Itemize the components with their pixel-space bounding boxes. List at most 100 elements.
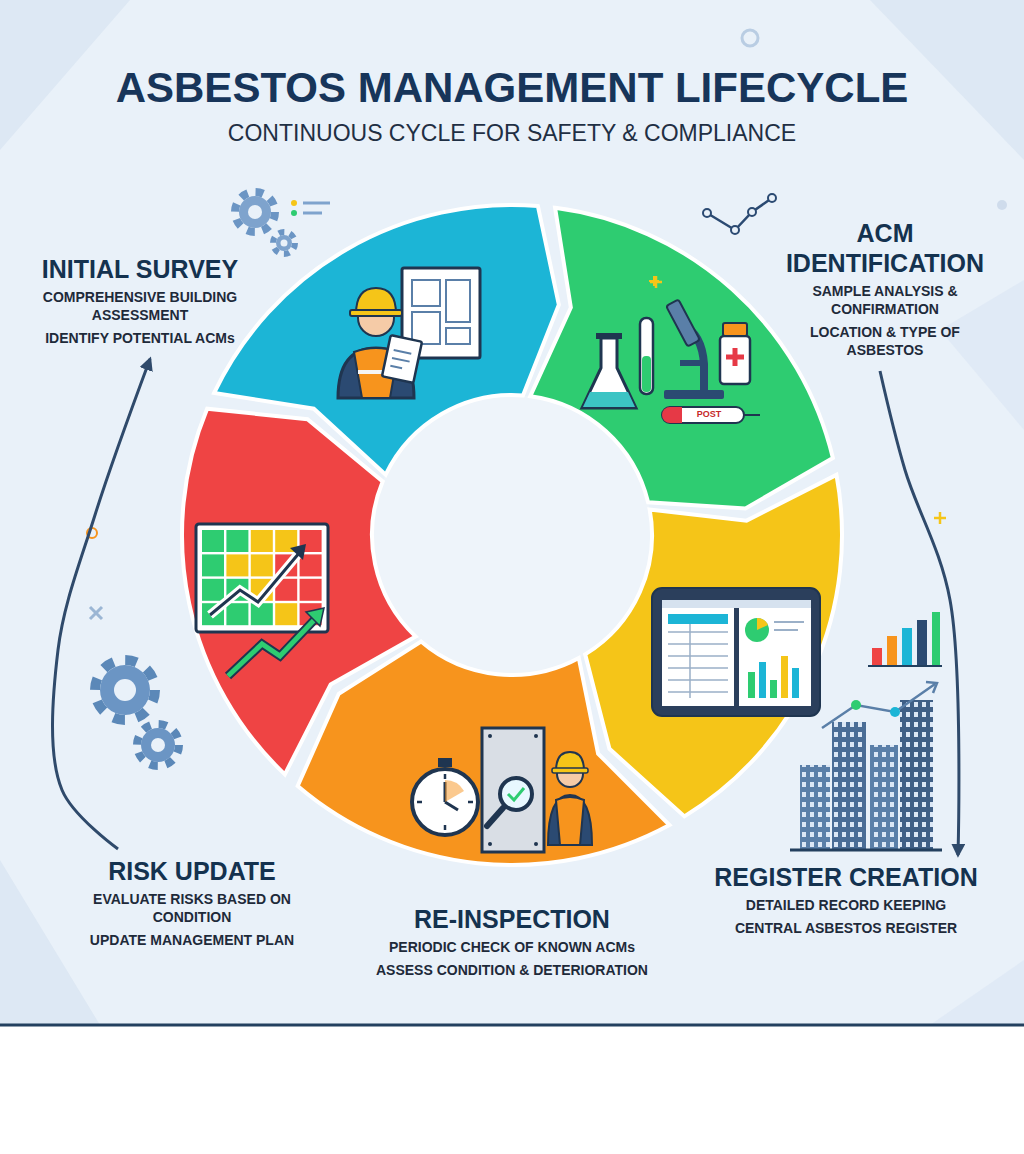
trend-line-icon [703,194,776,234]
lab-icon [642,356,651,392]
trend-line-icon [768,194,776,202]
stopwatch-icon [412,758,478,835]
stopwatch-icon [417,774,473,830]
lab-icon [582,338,636,408]
lab-icon [640,318,653,394]
bar-chart-icon [872,648,882,665]
stage-node: INITIAL SURVEYCOMPREHENSIVE BUILDING ASS… [38,250,242,356]
gear-icon [100,665,150,715]
trend-line-icon [707,198,772,230]
buildings-icon [926,682,937,693]
trend-line-icon [748,208,756,216]
inspector-icon [548,752,592,845]
sample-tube-icon [744,414,760,416]
risk-matrix-cell [251,603,273,625]
trend-line-icon [731,226,739,234]
lab-icon [666,299,700,346]
risk-matrix-cell [226,603,248,625]
buildings-icon [832,722,866,850]
gear-icon [281,240,288,247]
buildings-icon [800,765,830,850]
surveyor-icon [390,350,411,369]
risk-matrix-cell [251,554,273,576]
risk-matrix-cell [202,579,224,601]
stage-node: RE-INSPECTIONPERIODIC CHECK OF KNOWN ACM… [372,900,652,988]
risk-matrix-icon [228,616,318,676]
bar-chart-icon [917,620,927,665]
buildings-icon [832,722,866,850]
tablet-report-icon [668,614,728,624]
stage-heading: ACM IDENTIFICATION [778,218,993,278]
background-shapes [0,0,130,150]
tube-label: POST [697,410,722,420]
buildings-icon [800,765,830,850]
surveyor-icon [382,335,422,383]
stage-description: COMPREHENSIVE BUILDING ASSESSMENT [43,288,238,324]
lab-icon [583,392,635,407]
flow-arrow [880,371,959,855]
risk-matrix-cells [202,530,322,625]
gear-icon [95,660,155,720]
stage-node: ACM IDENTIFICATION SAMPLE ANALYSIS & CONF… [774,214,997,368]
gear-icon [114,679,136,701]
stopwatch-icon [445,780,464,802]
decor-dots [303,202,330,205]
stage-description: SAMPLE ANALYSIS & CONFIRMATION [796,282,974,318]
sample-tube-icon [662,407,744,423]
background-shapes [0,0,1024,1025]
page-ground [0,0,1024,1025]
flow-arrow [53,359,150,849]
stage-heading: RISK UPDATE [90,856,295,886]
stage-node: REGISTER CREATION DETAILED RECORD KEEPING… [710,858,981,946]
risk-matrix-cell [226,554,248,576]
gear-icon [95,660,179,766]
sample-tube-icon [662,407,682,423]
stage-description: UPDATE MANAGEMENT PLAN [90,931,295,949]
inspection-panel-icon [500,778,532,810]
inspector-icon [556,797,584,845]
bar-chart-icon [868,665,942,667]
tablet-report-icon [739,600,811,706]
tablet-report-icon [745,618,769,642]
risk-matrix-cell [275,603,297,625]
decor-dots [650,276,662,288]
ring-segment [182,409,416,775]
tablet-report-icon [652,588,820,716]
decor-dots [291,210,297,216]
gear-icon [235,192,275,232]
stage-heading: REGISTER CREATION [714,862,977,892]
risk-matrix-icon [210,552,300,615]
risk-matrix-cell [226,530,248,552]
stage-description: LOCATION & TYPE OF ASBESTOS [796,323,974,359]
lab-icon [723,323,747,336]
tablet-report-icon [792,668,799,698]
buildings-icon [890,707,900,717]
tablet-report-icon [781,656,788,698]
risk-matrix-icon [228,616,318,676]
decor-dots [303,212,322,215]
trend-line-icon [703,209,711,217]
tablet-report-icon [662,600,734,706]
bar-chart-icon [932,612,940,665]
tablet-report-icon [759,662,766,698]
tablet-report-icon [774,622,804,630]
stage-node: RISK UPDATE EVALUATE RISKS BASED ON CONDI… [86,852,299,958]
gear-icon [137,724,179,766]
stopwatch-icon [438,758,452,767]
inspector-icon [548,795,592,845]
stage-description: EVALUATE RISKS BASED ON CONDITION [90,890,295,926]
background-shapes [940,280,1024,430]
tablet-report-icon [748,672,755,698]
risk-matrix-icon [290,544,306,560]
inspection-panel-icon [487,808,503,826]
decor-dots [997,200,1007,210]
risk-matrix-icon [210,552,300,615]
blueprint-icon [412,280,470,344]
stage-description: DETAILED RECORD KEEPING [714,896,977,914]
inspection-panel-icon [482,728,544,852]
lab-icon [582,276,750,408]
inspection-panel-icon [534,734,538,738]
